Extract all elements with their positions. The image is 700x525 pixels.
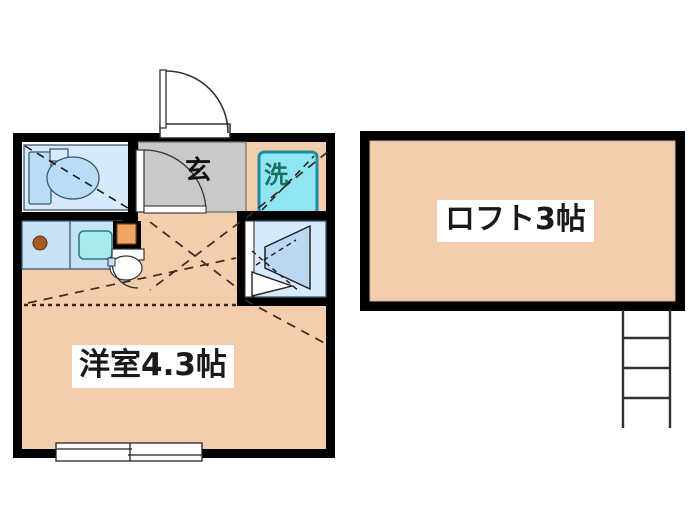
- shower-door-leaf: [264, 224, 311, 291]
- wall-shower-bottom: [237, 297, 326, 306]
- bathroom-door: [135, 149, 207, 214]
- wall-shower-left: [237, 211, 247, 306]
- shower-closet: [244, 220, 327, 298]
- entrance-door[interactable]: [159, 69, 231, 139]
- bathroom: [22, 142, 137, 212]
- room-label-genkan: 玄: [185, 156, 212, 186]
- room-guide-lines: [24, 149, 331, 346]
- room-label-loft: ロフト3帖: [437, 200, 594, 242]
- loft-ladder: [621, 310, 672, 428]
- toilet-bowl: [109, 255, 143, 281]
- wall-washer-bottom: [237, 211, 326, 221]
- kitchen: [21, 220, 123, 270]
- toilet-area: [107, 221, 145, 289]
- stove-burner: [32, 235, 48, 251]
- balcony-window[interactable]: [55, 442, 203, 462]
- toilet-tank: [116, 223, 137, 245]
- room-label-washer: 洗: [264, 161, 288, 189]
- wall-bath-kitchen: [22, 212, 137, 221]
- room-label-washitsu: 洋室4.3帖: [72, 345, 234, 388]
- wall-bath-right: [128, 142, 138, 221]
- kitchen-sink: [78, 230, 113, 260]
- bath-basin-bowl: [46, 156, 100, 200]
